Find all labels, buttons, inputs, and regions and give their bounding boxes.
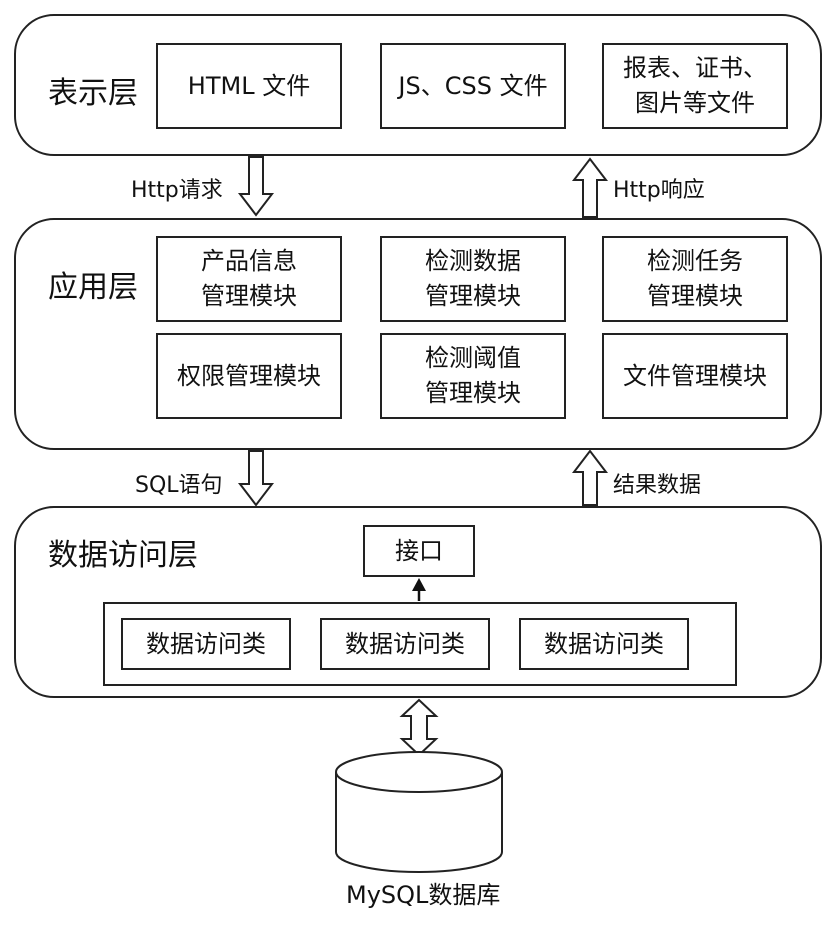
- threshold-module-line2: 管理模块: [425, 379, 521, 407]
- js-css-files-label: JS、CSS 文件: [398, 71, 548, 100]
- database-label: MySQL数据库: [346, 881, 501, 909]
- js-css-files-box: JS、CSS 文件: [380, 43, 566, 129]
- presentation-layer-title: 表示层: [48, 76, 138, 111]
- file-module: 文件管理模块: [602, 333, 788, 419]
- permission-module: 权限管理模块: [156, 333, 342, 419]
- product-info-module: 产品信息 管理模块: [156, 236, 342, 322]
- data-access-class-1-label: 数据访问类: [146, 629, 266, 658]
- test-data-module-line2: 管理模块: [425, 282, 521, 310]
- interface-box: 接口: [363, 525, 475, 577]
- data-access-class-1: 数据访问类: [121, 618, 291, 670]
- data-access-layer-title: 数据访问层: [48, 538, 198, 573]
- data-access-class-3: 数据访问类: [519, 618, 689, 670]
- data-access-class-3-label: 数据访问类: [544, 629, 664, 658]
- html-files-label: HTML 文件: [187, 71, 311, 100]
- application-layer-title: 应用层: [48, 270, 138, 305]
- test-data-module-line1: 检测数据: [425, 247, 521, 276]
- product-info-module-line1: 产品信息: [201, 247, 297, 276]
- report-image-files-box: 报表、证书、 图片等文件: [602, 43, 788, 129]
- http-request-label: Http请求: [131, 178, 223, 203]
- html-files-box: HTML 文件: [156, 43, 342, 129]
- test-task-module-line1: 检测任务: [647, 247, 743, 276]
- threshold-module: 检测阈值 管理模块: [380, 333, 566, 419]
- product-info-module-line2: 管理模块: [201, 282, 297, 310]
- interface-connector-arrowhead: [412, 578, 426, 591]
- sql-statement-arrow: [237, 450, 275, 507]
- threshold-module-line1: 检测阈值: [425, 344, 521, 373]
- database-link-arrow: [399, 698, 439, 757]
- data-access-class-2-label: 数据访问类: [345, 629, 465, 658]
- report-files-line1: 报表、证书、: [623, 54, 767, 83]
- test-task-module: 检测任务 管理模块: [602, 236, 788, 322]
- result-data-label: 结果数据: [613, 473, 702, 498]
- test-data-module: 检测数据 管理模块: [380, 236, 566, 322]
- result-data-arrow: [571, 449, 609, 506]
- http-response-label: Http响应: [613, 178, 705, 203]
- sql-statement-label: SQL语句: [135, 473, 223, 498]
- interface-label: 接口: [395, 536, 443, 565]
- data-access-classes-container: [103, 602, 737, 686]
- http-response-arrow: [571, 157, 609, 218]
- http-request-arrow: [237, 156, 275, 217]
- data-access-class-2: 数据访问类: [320, 618, 490, 670]
- report-files-line2: 图片等文件: [635, 89, 755, 117]
- test-task-module-line2: 管理模块: [647, 282, 743, 310]
- database-cylinder: [335, 751, 503, 873]
- file-module-label: 文件管理模块: [623, 361, 767, 390]
- permission-module-label: 权限管理模块: [177, 361, 321, 390]
